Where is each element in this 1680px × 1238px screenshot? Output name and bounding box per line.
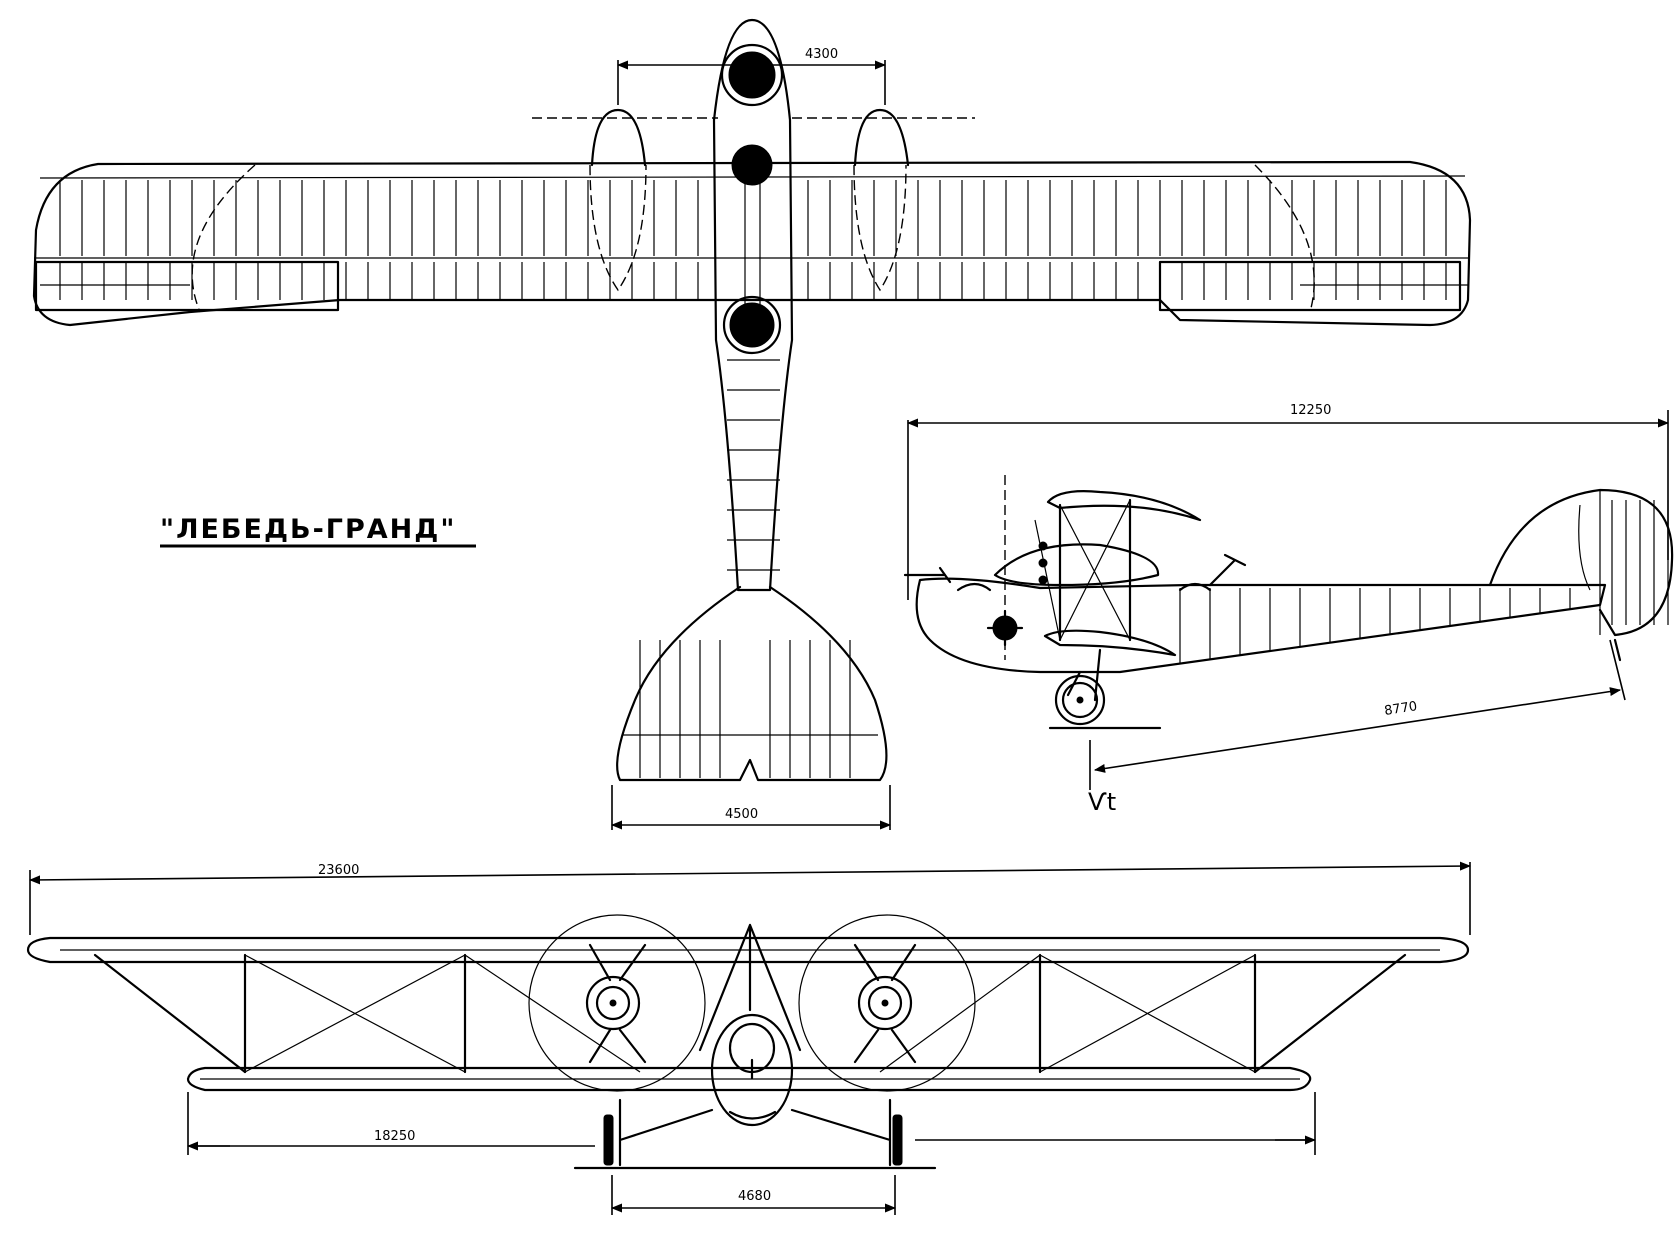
left-engine bbox=[585, 975, 641, 1031]
upper-wing-span-label: 23600 bbox=[318, 863, 359, 878]
side-view-tail-fin bbox=[1488, 488, 1674, 637]
right-engine-nacelle bbox=[853, 108, 910, 167]
side-view-dimensions: 12250 8770 bbox=[906, 403, 1670, 790]
aircraft-title: "ЛЕБЕДЬ-ГРАНД" bbox=[160, 514, 476, 548]
overall-length-label: 12250 bbox=[1290, 403, 1331, 418]
side-view-lower-wing bbox=[1043, 629, 1177, 657]
front-view-lower-wing bbox=[186, 1066, 1312, 1092]
pilot-cockpit bbox=[731, 144, 773, 186]
aircraft-title-text: "ЛЕБЕДЬ-ГРАНД" bbox=[160, 514, 456, 545]
left-propeller-disc bbox=[528, 914, 706, 1092]
lower-wing-span-label: 18250 bbox=[374, 1129, 415, 1144]
front-view bbox=[26, 914, 1470, 1170]
top-view bbox=[32, 18, 1472, 782]
top-view-tailplane bbox=[616, 585, 888, 782]
side-view bbox=[903, 475, 1674, 730]
artist-signature: Ѵt bbox=[1088, 788, 1116, 816]
wheel-track-label: 4680 bbox=[738, 1189, 771, 1204]
nose-gunner-cockpit bbox=[728, 51, 776, 99]
right-propeller-disc bbox=[798, 914, 976, 1092]
front-view-dimensions: 23600 18250 4680 bbox=[28, 861, 1472, 1215]
rear-gunner-cockpit bbox=[729, 302, 775, 348]
top-view-wing bbox=[32, 160, 1472, 327]
right-engine bbox=[857, 975, 913, 1031]
tailplane-span-label: 4500 bbox=[725, 807, 758, 822]
top-view-fuselage bbox=[712, 18, 794, 592]
right-wheel bbox=[892, 1114, 903, 1166]
side-view-upper-wing bbox=[1046, 490, 1202, 522]
left-engine-nacelle bbox=[590, 108, 647, 167]
side-view-fuselage bbox=[915, 577, 1607, 674]
left-aileron bbox=[34, 260, 340, 312]
fuselage-length-label: 8770 bbox=[1383, 699, 1418, 719]
left-wheel bbox=[603, 1114, 614, 1166]
top-view-dimensions: 4300 4500 bbox=[610, 47, 892, 830]
front-view-upper-wing bbox=[26, 936, 1470, 964]
side-view-engine bbox=[993, 543, 1160, 587]
wing-ribs bbox=[59, 180, 1447, 300]
front-view-fuselage bbox=[710, 1013, 794, 1127]
engine-spacing-label: 4300 bbox=[805, 47, 838, 62]
right-aileron bbox=[1158, 260, 1462, 312]
